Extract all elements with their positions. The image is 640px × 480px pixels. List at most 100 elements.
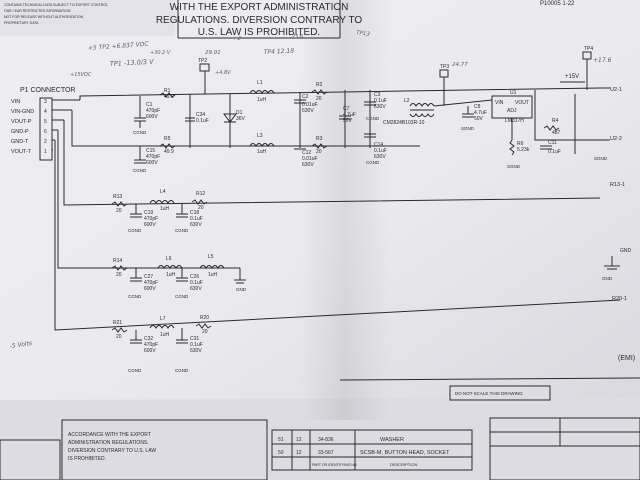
- lower-paper-sheet: [0, 398, 640, 480]
- tb-left-1: ACCORDANCE WITH THE EXPORT: [68, 432, 151, 438]
- pin-name-vin: VIN: [11, 99, 20, 105]
- pin-num-2: 2: [44, 139, 47, 145]
- r20-symbol: [195, 323, 212, 329]
- r4-symbol: [543, 125, 560, 131]
- pin-num-6: 6: [44, 129, 47, 135]
- c8-val2: 50V: [474, 116, 484, 122]
- c2-val2: 630V: [302, 108, 314, 114]
- pin-name-gnd-t: GND-T: [11, 139, 29, 145]
- c1-val2: 600V: [146, 114, 158, 120]
- header-line-2: REGULATIONS. DIVERSION CONTRARY TO: [156, 15, 363, 26]
- right-gnd: GND: [602, 276, 613, 281]
- r4-val: 487: [552, 130, 561, 136]
- pin-name-vout-p: VOUT-P: [11, 119, 32, 125]
- svg-text:CONTAINS TECHNICAL DATA SUBJEC: CONTAINS TECHNICAL DATA SUBJECT TO EXPOR…: [4, 3, 108, 7]
- c27-cgnd: CGND: [128, 294, 142, 299]
- tb-r1-c1: 50: [278, 450, 284, 456]
- corner-code: P10005 1-22: [540, 1, 575, 7]
- c11-ref: C11: [548, 140, 557, 146]
- c31-val1: 0.1uF: [190, 342, 203, 348]
- emi-note: (EMI): [618, 355, 635, 362]
- hand-note-10: + 2: [232, 36, 241, 42]
- r12-symbol: [191, 199, 208, 205]
- r20-val: 20: [202, 329, 208, 335]
- c8-val1: 4.7uF: [474, 110, 487, 116]
- hand-note-6: TP13: [356, 30, 371, 38]
- l7-ref: L7: [160, 316, 166, 322]
- header-line-1: WITH THE EXPORT ADMINISTRATION: [170, 2, 349, 13]
- pin-name-vout-t: VOUT-T: [11, 149, 32, 155]
- c8-ref: C8: [474, 104, 481, 110]
- c7-val1: 4.7uF: [343, 112, 356, 118]
- svg-text:ITAR / EAR RESTRICTED INFORMAT: ITAR / EAR RESTRICTED INFORMATION: [4, 9, 71, 13]
- d1-symbol: [223, 113, 237, 123]
- c18-val1: 0.1uF: [190, 216, 203, 222]
- c32-ref: C32: [144, 336, 153, 342]
- u1-pin-adj: ADJ: [507, 108, 517, 114]
- l3-val: 1uH: [257, 149, 267, 155]
- c2-val1: 0.01uF: [302, 102, 318, 108]
- connector-body: [39, 97, 53, 161]
- u2-2-net: U2-2: [610, 136, 622, 142]
- hand-note-9: +15VDC: [70, 72, 92, 78]
- r1-symbol: [159, 92, 176, 98]
- l2-val: CM2824B103R-10: [383, 120, 425, 126]
- r6-sgnd: SGND: [507, 164, 521, 169]
- title-block: DO NOT SCALE THIS DRAWING ACCORDANCE WIT…: [0, 377, 640, 480]
- l6-ref: L6: [166, 256, 172, 262]
- c1-cgnd: CGND: [133, 130, 147, 135]
- tb-r1-desc: SCSB-M, BUTTON HEAD, SOCKET: [360, 450, 450, 456]
- svg-text:PROPRIETARY DATA: PROPRIETARY DATA: [4, 21, 39, 25]
- l1-symbol: [249, 90, 275, 94]
- c14-val2: 630V: [374, 154, 386, 160]
- c3-val2: 630V: [374, 104, 386, 110]
- r3-ref: R3: [316, 136, 323, 142]
- tb-r0-c1: 51: [278, 437, 284, 443]
- export-header: CONTAINS TECHNICAL DATA SUBJECT TO EXPOR…: [0, 0, 575, 39]
- c8-sgnd: SGND: [461, 126, 475, 131]
- r20-1-net: R20-1: [612, 296, 627, 302]
- connector-title: P1 CONNECTOR: [20, 87, 76, 94]
- hand-note-13: -5 Volts: [9, 340, 32, 350]
- pin-num-1: 1: [44, 149, 47, 155]
- r5-symbol: [159, 143, 176, 149]
- hand-note-4: TP4 12.18: [264, 47, 295, 56]
- regulator-section: L2 CM2824B103R-10 TP3 C8 4.7uF 50V SGND …: [383, 46, 622, 169]
- right-gnd-label: GND: [620, 248, 632, 254]
- u1-ref: U1: [510, 90, 517, 96]
- r5-val: 49.9: [164, 149, 174, 155]
- l6-val: 1uH: [166, 272, 176, 278]
- pin-name-vin-gnd: VIN-GND: [11, 109, 34, 115]
- r13-ref: R13: [113, 194, 122, 200]
- tb-left-2: ADMINISTRATION REGULATIONS.: [68, 440, 149, 446]
- c11-val1: 0.1uF: [548, 149, 561, 155]
- pin-num-4: 4: [44, 109, 47, 115]
- l2-ref: L2: [404, 98, 410, 104]
- r14-val: 20: [116, 272, 122, 278]
- l1-val: 1uH: [257, 97, 267, 103]
- r6-ref: R6: [517, 141, 524, 147]
- u1-part: LM317H: [505, 118, 524, 124]
- c15-val2: 600V: [146, 160, 158, 166]
- tp3-ref: TP3: [440, 64, 449, 70]
- r13-symbol: [111, 201, 128, 207]
- r3-symbol: [311, 143, 328, 149]
- r14-ref: R14: [113, 258, 122, 264]
- c26-val2: 630V: [190, 286, 202, 292]
- pin-num-5: 5: [44, 119, 47, 125]
- c31-ref: C31: [190, 336, 199, 342]
- paper-fold: [300, 0, 390, 420]
- u2-1-net: U2-1: [610, 87, 622, 93]
- d1-val1: 36V: [236, 116, 246, 122]
- l2-symbol: [409, 103, 435, 107]
- c12-val1: 0.01uF: [302, 156, 318, 162]
- c34-val1: 0.1uF: [196, 118, 209, 124]
- hand-note-7: +17.6: [593, 57, 612, 64]
- input-filter-section: R1 49.9 C1 470pF 600V CGND C15 470pF 600…: [133, 58, 387, 173]
- row-4-filter: R21 20 L7 1uH R20 20 C32 470pF 600V CGND…: [111, 296, 627, 373]
- tb-r0-desc: WASHER: [380, 437, 404, 443]
- tb-left-3: DIVERSION CONTRARY TO U.S. LAW: [68, 448, 156, 454]
- hand-note-5: +4.8V: [215, 70, 231, 76]
- c15-ref: C15: [146, 148, 155, 154]
